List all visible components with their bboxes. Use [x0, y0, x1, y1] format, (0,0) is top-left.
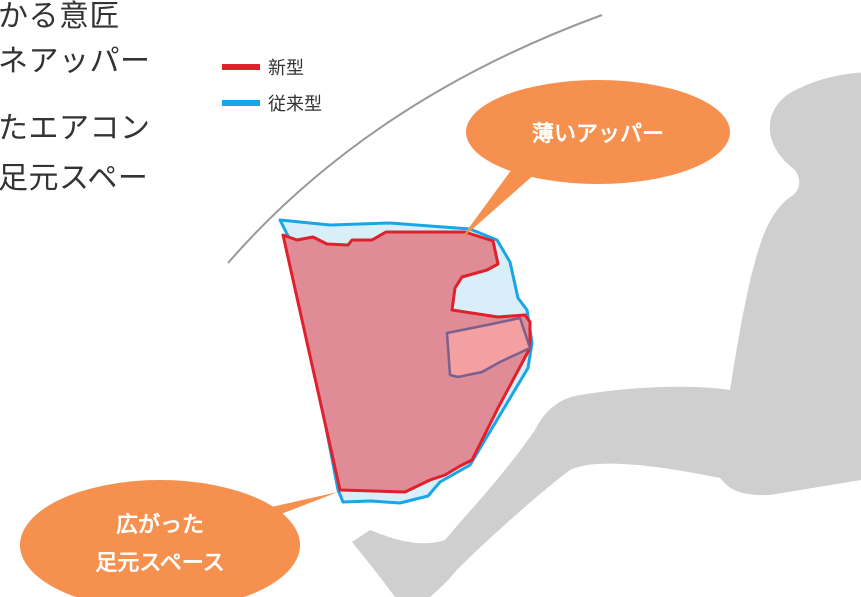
windshield-line	[227, 14, 603, 264]
legend-label-old: 従来型	[268, 94, 322, 115]
glovebox-region	[445, 316, 532, 379]
body-text-line-1: かる意匠	[0, 0, 120, 34]
body-text-line-3: たエアコン	[0, 111, 151, 146]
callout-thin-upper: 薄いアッパー	[460, 80, 730, 240]
legend: 新型 従来型	[222, 58, 322, 115]
body-text-line-4: 足元スペー	[0, 161, 149, 196]
callout-foot-line2: 足元スペース	[95, 551, 224, 576]
legend-swatch-new	[222, 64, 260, 70]
callout-foot-line1: 広がった	[116, 512, 204, 538]
body-text-line-2: ネアッパー	[0, 44, 151, 79]
legend-swatch-old	[222, 100, 260, 106]
new-dashboard-shape	[281, 230, 532, 494]
seated-driver-silhouette-icon	[352, 72, 861, 597]
callout-foot-space: 広がった 足元スペース	[20, 480, 338, 597]
callout-upper-label: 薄いアッパー	[532, 122, 664, 147]
legend-label-new: 新型	[268, 58, 304, 79]
